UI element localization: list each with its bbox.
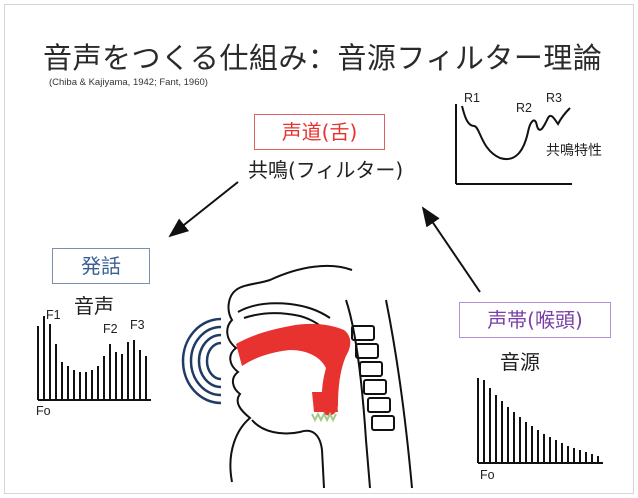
filter-caption: 共鳴(フィルター) xyxy=(248,158,404,182)
vocal-fold-box: 声帯(喉頭) xyxy=(459,302,611,338)
head-profile-icon xyxy=(226,264,413,489)
formant-label-f3: F3 xyxy=(130,318,145,332)
source-spectrum xyxy=(477,378,603,464)
resonance-label-r2: R2 xyxy=(516,101,532,115)
source-caption: 音源 xyxy=(500,350,540,374)
formant-label-f2: F2 xyxy=(103,322,118,336)
utterance-spectrum xyxy=(37,316,151,401)
resonance-label-r1: R1 xyxy=(464,91,480,105)
source-axis-label: Fo xyxy=(480,468,495,482)
vocal-tract-shape xyxy=(236,323,351,416)
vocal-tract-box: 声道(舌) xyxy=(254,114,385,150)
resonance-graph xyxy=(455,104,572,185)
arrow-icon xyxy=(421,206,481,293)
utterance-axis-label: Fo xyxy=(36,404,51,418)
vocal-tract-shape xyxy=(312,392,338,412)
resonance-caption: 共鳴特性 xyxy=(546,143,602,159)
arrow-icon xyxy=(168,181,239,238)
speech-caption: 音声 xyxy=(74,294,114,318)
page-title: 音声をつくる仕組み：音源フィルター理論 xyxy=(43,41,603,75)
formant-label-f1: F1 xyxy=(46,308,61,322)
vocal-fold-icon xyxy=(311,411,337,423)
citation: (Chiba & Kajiyama, 1942; Fant, 1960) xyxy=(49,77,208,88)
sound-wave-icon xyxy=(181,317,222,405)
utterance-box: 発話 xyxy=(52,248,150,284)
resonance-label-r3: R3 xyxy=(546,91,562,105)
